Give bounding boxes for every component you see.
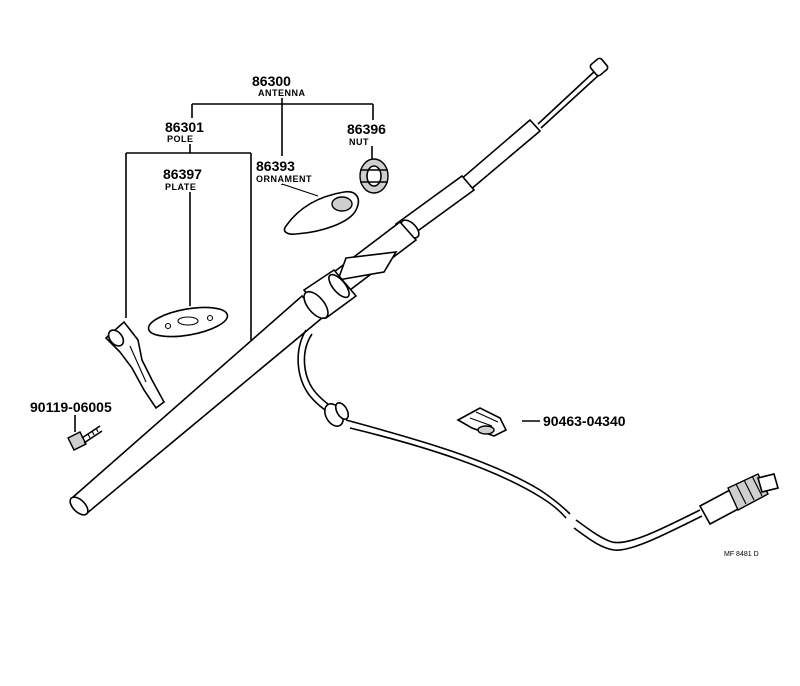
ornament-part-name: ORNAMENT — [256, 174, 312, 184]
antenna-part-number: 86300 — [252, 73, 291, 89]
plate-part-number: 86397 — [163, 166, 202, 182]
bolt-part — [67, 425, 103, 451]
antenna-pole — [69, 57, 609, 516]
ornament-part-number: 86393 — [256, 158, 295, 174]
antenna-plug-connector — [698, 473, 779, 526]
nut-part-number: 86396 — [347, 121, 386, 137]
pole-part-number: 86301 — [165, 119, 204, 135]
plate-part — [147, 306, 229, 338]
antenna-cable — [297, 329, 703, 551]
mounting-bracket — [104, 320, 166, 410]
ornament-part — [283, 190, 360, 235]
plate-part-name: PLATE — [165, 182, 196, 192]
nut-part-name: NUT — [349, 137, 369, 147]
pole-part-name: POLE — [167, 134, 194, 144]
leader-lines — [74, 98, 540, 432]
clip-part-number: 90463-04340 — [543, 413, 626, 429]
nut-part — [359, 158, 389, 194]
clip-part — [456, 407, 508, 437]
bolt-part-number: 90119-06005 — [30, 399, 112, 415]
antenna-part-name: ANTENNA — [258, 88, 306, 98]
drawing-code: MF 8481 D — [724, 551, 759, 558]
